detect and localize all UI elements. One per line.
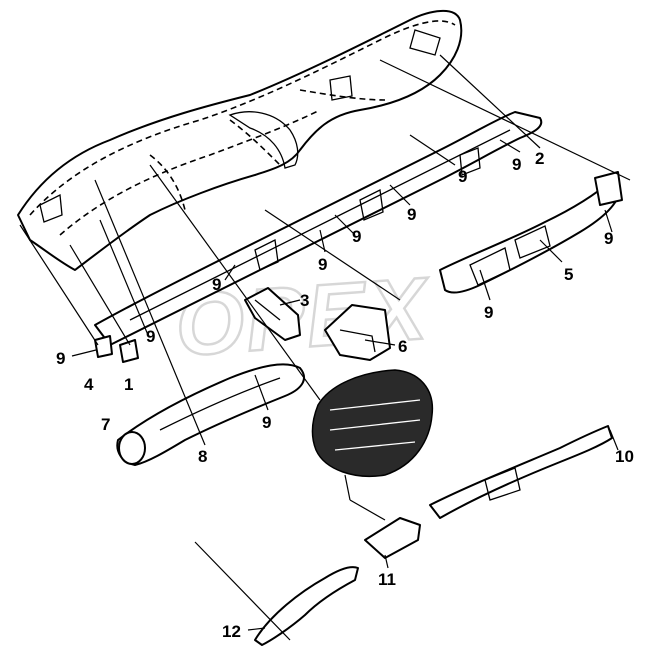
callout-8: 8 [198,447,207,466]
hvac-unit [311,369,434,477]
part-4-clip [94,335,113,358]
part-7-lower-duct [116,363,305,466]
part-10-floor-duct [429,425,613,519]
part-6-bracket [324,304,391,361]
callout-9-d: 9 [352,227,361,246]
callout-9-k: 9 [262,413,271,432]
callout-9-j: 9 [56,349,65,368]
part-11-connector [364,517,421,559]
callout-6: 6 [398,337,407,356]
callout-9-e: 9 [318,255,327,274]
callout-9-a: 9 [512,155,521,174]
part-3-bracket [244,287,301,341]
callout-4: 4 [84,375,94,394]
callout-11: 11 [378,570,396,589]
callout-9-g: 9 [484,303,493,322]
callout-5: 5 [564,265,573,284]
part-1-clip [119,339,139,363]
leader-lines [19,54,631,641]
callout-9-b: 9 [458,167,467,186]
right-outlet-duct [439,171,623,294]
callout-3: 3 [300,291,309,310]
upper-cross-duct [94,111,543,346]
callout-9-c: 9 [407,205,416,224]
callout-9-i: 9 [146,327,155,346]
callout-1: 1 [124,375,133,394]
callout-labels: 1 2 3 4 5 6 7 8 10 11 12 9 9 9 9 9 9 9 9… [56,149,634,641]
callout-12: 12 [222,622,241,641]
callout-2: 2 [535,149,544,168]
callout-7: 7 [101,415,110,434]
part-12-rear-duct [254,566,359,646]
callout-9-h: 9 [212,275,221,294]
callout-10: 10 [615,447,634,466]
callout-9-f: 9 [604,229,613,248]
dashboard-panel [17,10,463,271]
